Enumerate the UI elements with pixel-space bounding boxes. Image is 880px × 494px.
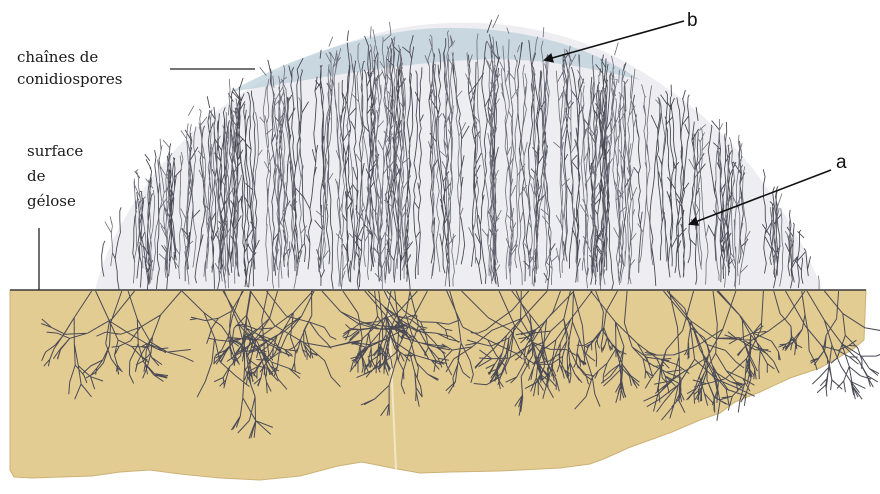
agar-surface-label-line-2: de — [27, 164, 83, 189]
conidiophore-label-line-1: chaînes de — [17, 46, 122, 68]
agar-surface-label-line-3: gélose — [27, 189, 83, 214]
label-b: b — [687, 11, 698, 31]
agar-surface-label: surface de gélose — [27, 139, 83, 214]
conidiophore-chains-label: chaînes de conidiospores — [17, 46, 122, 90]
agar-surface-label-line-1: surface — [27, 139, 83, 164]
label-a: a — [836, 153, 847, 173]
conidiophore-label-line-2: conidiospores — [17, 68, 122, 90]
